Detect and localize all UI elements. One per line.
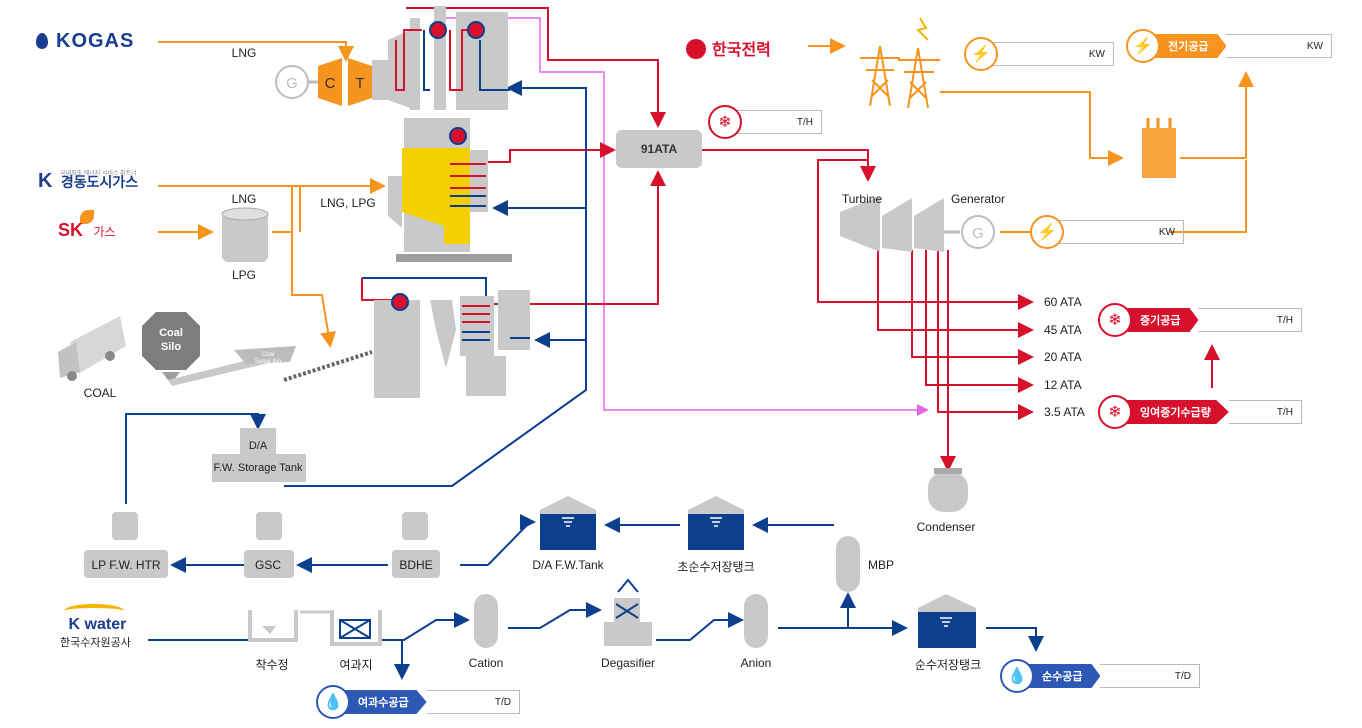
- svg-text:91ATA: 91ATA: [641, 142, 678, 156]
- mbp-label: MBP: [868, 558, 895, 572]
- boiler: [388, 118, 512, 262]
- sk-butterfly-icon: [80, 210, 94, 224]
- kdgas-k-icon: K: [38, 170, 53, 192]
- extraction-line: [446, 17, 929, 416]
- cation: [474, 594, 498, 648]
- power-supply-badge: ⚡ 전기공급 KW: [1126, 29, 1332, 63]
- generator-g-icon: [961, 215, 995, 249]
- settling-basin: [248, 610, 330, 642]
- bdhe-label: BDHE: [399, 558, 433, 572]
- pressure-60: 60 ATA: [1044, 295, 1082, 309]
- turbine-shape: [348, 58, 372, 106]
- anion-label: Anion: [740, 656, 772, 670]
- kepco-logo: 한국전력: [686, 36, 771, 60]
- lpg-tank: [221, 207, 269, 262]
- filter-basin: [330, 610, 382, 646]
- steam-91ata-meter: ❄ T/H: [708, 105, 822, 139]
- lng-label-2: LNG: [231, 192, 257, 206]
- degasifier: [604, 578, 652, 646]
- filtered-water-badge: 💧 여과수공급 T/D: [316, 685, 520, 719]
- kepco-icon: [686, 39, 706, 59]
- generator-power-meter: ⚡ KW: [1030, 215, 1184, 249]
- transformer: [1142, 118, 1176, 178]
- fuel-lines: [158, 38, 1254, 348]
- ultra-pure-tank-label: 초순수저장탱크: [677, 560, 755, 574]
- da-fw-tank-label: D/A F.W.Tank: [532, 558, 604, 572]
- lpg-label: LPG: [231, 268, 257, 282]
- anion: [744, 594, 768, 648]
- compressor-shape: [318, 58, 342, 106]
- power-towers: [860, 17, 940, 109]
- filter-label: 여과지: [339, 658, 373, 672]
- gsc-label: GSC: [254, 558, 282, 572]
- water-lines: [125, 80, 1044, 680]
- da-fw-tank: [540, 496, 596, 550]
- water-drop-icon: 💧: [1000, 659, 1034, 693]
- kdgas-logo: K 국내최초 에너지 서비스 파트너 경동도시가스: [38, 170, 139, 192]
- pure-water-tank: [918, 594, 976, 648]
- pure-tank-label: 순수저장탱크: [914, 658, 982, 672]
- turbine-label: Turbine: [841, 192, 883, 206]
- lightning-icon: ⚡: [1030, 215, 1064, 249]
- kdgas-text: 경동도시가스: [60, 174, 139, 190]
- kogas-text: KOGAS: [56, 30, 135, 52]
- header-91ata: 91ATA: [616, 130, 702, 168]
- flame-icon: ❄: [1098, 395, 1132, 429]
- kwater-logo: K water 한국수자원공사: [60, 604, 131, 650]
- feedwater-equipment: [84, 428, 976, 648]
- surplus-steam-badge: ❄ 잉여증기수급량 T/H: [1098, 395, 1302, 429]
- svg-text:G: G: [286, 75, 298, 92]
- ultra-pure-tank: [688, 496, 744, 550]
- pressure-20: 20 ATA: [1044, 350, 1082, 364]
- settling-label: 착수정: [255, 658, 289, 672]
- condenser-label: Condenser: [916, 520, 976, 534]
- steam-turbine: G: [840, 196, 995, 252]
- lng-lpg-label: LNG, LPG: [320, 196, 376, 210]
- svg-text:Silo: Silo: [161, 341, 181, 353]
- coal-boiler: [361, 277, 530, 398]
- pressure-45: 45 ATA: [1044, 323, 1082, 337]
- lp-fw-htr: [84, 550, 168, 578]
- coal-silo: Coal Silo Coal Surge Bin: [142, 312, 373, 386]
- svg-text:Coal: Coal: [262, 352, 274, 358]
- kogas-drop-icon: [36, 33, 48, 49]
- condenser: [928, 468, 968, 512]
- da-label: D/A: [248, 440, 268, 452]
- generator-label: Generator: [950, 192, 1006, 206]
- steam-supply-badge: ❄ 증기공급 T/H: [1098, 303, 1302, 337]
- coal-truck: [58, 316, 126, 381]
- flame-icon: ❄: [1098, 303, 1132, 337]
- lightning-icon: ⚡: [964, 37, 998, 71]
- water-drop-icon: 💧: [316, 685, 350, 719]
- gas-turbine: G C T: [275, 6, 510, 110]
- svg-text:G: G: [972, 225, 984, 242]
- pressure-3-5: 3.5 ATA: [1044, 405, 1085, 419]
- lightning-icon: ⚡: [1126, 29, 1160, 63]
- pure-water-badge: 💧 순수공급 T/D: [1000, 659, 1200, 693]
- degasifier-label: Degasifier: [600, 656, 656, 670]
- svg-text:Surge Bin: Surge Bin: [255, 359, 281, 365]
- svg-text:Coal: Coal: [159, 327, 183, 339]
- coal-label: COAL: [83, 386, 117, 400]
- flame-icon: ❄: [708, 105, 742, 139]
- da-storage-tank: [212, 428, 306, 482]
- pressure-12: 12 ATA: [1044, 378, 1082, 392]
- cation-label: Cation: [468, 656, 504, 670]
- steam-lines: [406, 7, 1220, 472]
- skgas-logo: SK 가스: [58, 210, 116, 240]
- svg-text:C: C: [325, 75, 336, 92]
- lp-fw-htr-label: LP F.W. HTR: [91, 558, 161, 572]
- mbp: [836, 536, 860, 592]
- kogas-logo: KOGAS: [36, 30, 134, 53]
- bdhe: [392, 550, 440, 578]
- gsc: [244, 550, 294, 578]
- da-storage-label: F.W. Storage Tank: [213, 462, 303, 474]
- svg-text:T: T: [355, 75, 364, 92]
- kepco-power-meter: ⚡ KW: [964, 37, 1114, 71]
- kwater-wave-icon: [64, 604, 124, 618]
- lng-label-1: LNG: [231, 46, 257, 60]
